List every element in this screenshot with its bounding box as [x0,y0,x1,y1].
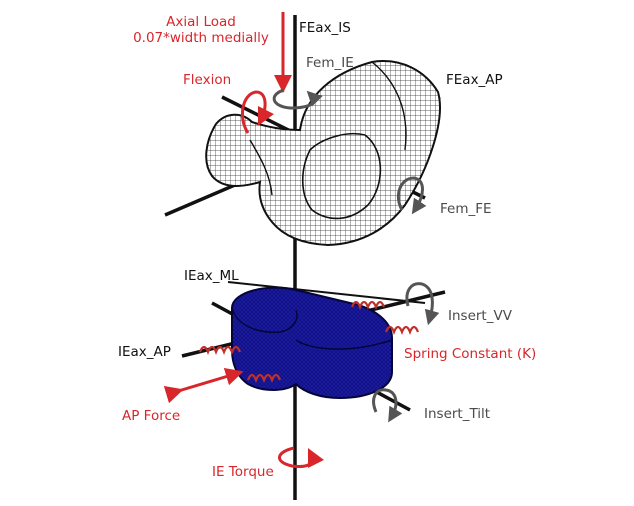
insert-vv-label: Insert_VV [448,308,512,324]
insert-tilt-rotation-icon [372,388,403,423]
fem-ie-label: Fem_IE [306,55,354,71]
insert-tilt-label: Insert_Tilt [424,406,491,422]
flexion-label: Flexion [183,72,232,88]
femoral-component-mesh-icon [205,60,441,247]
ie-torque-icon [278,446,325,469]
fem-fe-rotation-icon [397,176,427,215]
ieax-ml-axis [227,281,426,304]
feax-ap-label: FEax_AP [446,72,503,88]
ieax-ml-label: IEax_ML [184,268,239,284]
ap-force-arrow [163,367,244,404]
spring-right [384,325,420,335]
spring-upper-right [350,300,386,310]
fem-ie-rotation-icon [272,88,323,110]
flexion-rotation-icon [240,90,275,134]
tibial-insert-mesh-icon [231,286,393,400]
axial-load-line2: 0.07*width medially [133,30,269,46]
spring-left [198,345,242,355]
ap-force-label: AP Force [122,408,181,424]
axial-load-label: Axial Load 0.07*width medially [126,14,276,46]
ieax-ap-label: IEax_AP [118,344,171,360]
feax-is-label: FEax_IS [299,20,351,36]
insert-vv-rotation-icon [405,282,440,326]
spring-lower-left [246,373,282,383]
ie-torque-label: IE Torque [212,464,274,480]
spring-constant-label: Spring Constant (K) [404,346,537,362]
axial-load-line1: Axial Load [166,14,236,30]
fem-fe-label: Fem_FE [440,201,492,217]
